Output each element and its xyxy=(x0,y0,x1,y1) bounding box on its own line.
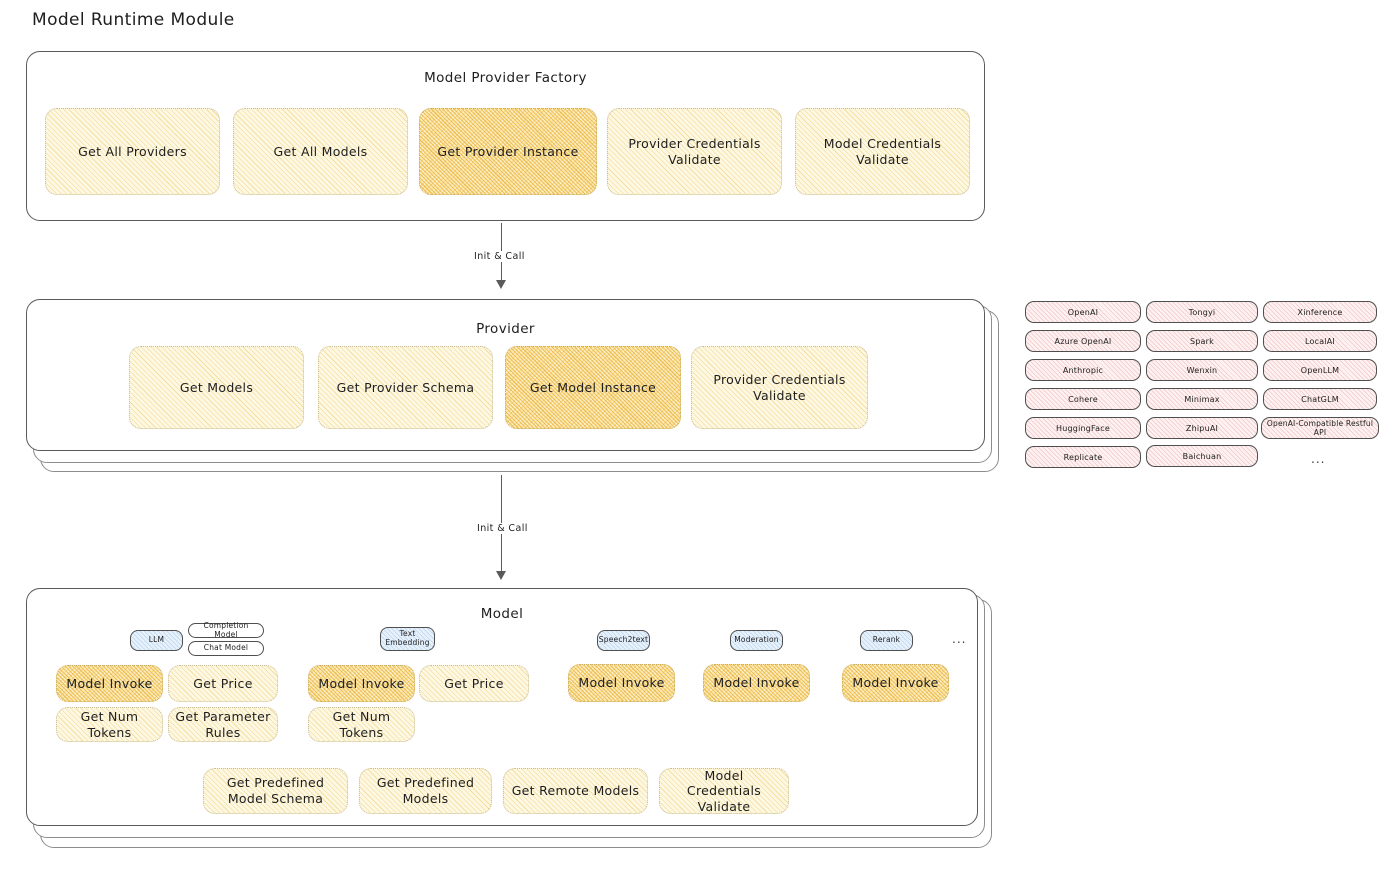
rerank-method-model-invoke[interactable]: Model Invoke xyxy=(842,664,949,702)
model-type-tag-llm[interactable]: LLM xyxy=(130,630,183,651)
moderation-method-model-invoke[interactable]: Model Invoke xyxy=(703,664,810,702)
model-type-tag-speech2text[interactable]: Speech2text xyxy=(597,630,650,651)
factory-card-get-all-models[interactable]: Get All Models xyxy=(233,108,408,195)
provider-pill-openai-compatible-restful-api[interactable]: OpenAI-Compatible Restful API xyxy=(1261,417,1379,439)
model-shared-method-get-predefined-models[interactable]: Get Predefined Models xyxy=(359,768,492,814)
arrow-provider-to-model-head xyxy=(496,571,506,580)
arrow-factory-to-provider-head xyxy=(496,280,506,289)
factory-card-provider-credentials-validate[interactable]: Provider Credentials Validate xyxy=(607,108,782,195)
provider-pill-openai[interactable]: OpenAI xyxy=(1025,301,1141,323)
llm-method-get-parameter-rules[interactable]: Get Parameter Rules xyxy=(168,707,278,742)
provider-pill-cohere[interactable]: Cohere xyxy=(1025,388,1141,410)
llm-method-get-price[interactable]: Get Price xyxy=(168,665,278,702)
provider-list-more-ellipsis: ... xyxy=(1311,452,1326,466)
llm-method-model-invoke[interactable]: Model Invoke xyxy=(56,665,163,702)
model-type-tag-rerank[interactable]: Rerank xyxy=(860,630,913,651)
provider-pill-anthropic[interactable]: Anthropic xyxy=(1025,359,1141,381)
model-panel: Model LLM Completion Model Chat Model Mo… xyxy=(26,588,978,826)
llm-method-get-num-tokens[interactable]: Get Num Tokens xyxy=(56,707,163,742)
provider-pill-tongyi[interactable]: Tongyi xyxy=(1146,301,1258,323)
model-type-tag-moderation[interactable]: Moderation xyxy=(730,630,783,651)
factory-card-get-all-providers[interactable]: Get All Providers xyxy=(45,108,220,195)
model-subtag-chat-model[interactable]: Chat Model xyxy=(188,641,264,656)
model-provider-factory-title: Model Provider Factory xyxy=(424,70,587,86)
provider-pill-wenxin[interactable]: Wenxin xyxy=(1146,359,1258,381)
text-embedding-method-get-price[interactable]: Get Price xyxy=(419,665,529,702)
model-shared-method-get-remote-models[interactable]: Get Remote Models xyxy=(503,768,648,814)
speech2text-method-model-invoke[interactable]: Model Invoke xyxy=(568,664,675,702)
arrow-provider-to-model-label: Init & Call xyxy=(473,523,532,534)
provider-pill-replicate[interactable]: Replicate xyxy=(1025,446,1141,468)
provider-pill-xinference[interactable]: Xinference xyxy=(1263,301,1377,323)
text-embedding-method-get-num-tokens[interactable]: Get Num Tokens xyxy=(308,707,415,742)
provider-pill-azure-openai[interactable]: Azure OpenAI xyxy=(1025,330,1141,352)
model-subtag-completion-model[interactable]: Completion Model xyxy=(188,621,264,638)
model-type-tag-text-embedding[interactable]: Text Embedding xyxy=(380,627,435,651)
provider-card-get-model-instance[interactable]: Get Model Instance xyxy=(505,346,681,429)
model-shared-method-model-credentials-validate[interactable]: Model Credentials Validate xyxy=(659,768,789,814)
provider-card-get-provider-schema[interactable]: Get Provider Schema xyxy=(318,346,493,429)
provider-pill-spark[interactable]: Spark xyxy=(1146,330,1258,352)
provider-pill-huggingface[interactable]: HuggingFace xyxy=(1025,417,1141,439)
provider-panel: Provider Get Models Get Provider Schema … xyxy=(26,299,985,451)
text-embedding-method-model-invoke[interactable]: Model Invoke xyxy=(308,665,415,702)
provider-title: Provider xyxy=(476,321,535,337)
provider-pill-openllm[interactable]: OpenLLM xyxy=(1263,359,1377,381)
provider-pill-chatglm[interactable]: ChatGLM xyxy=(1263,388,1377,410)
model-types-more-ellipsis: ... xyxy=(952,632,967,646)
model-title: Model xyxy=(480,606,524,622)
provider-card-provider-credentials-validate[interactable]: Provider Credentials Validate xyxy=(691,346,868,429)
factory-card-get-provider-instance[interactable]: Get Provider Instance xyxy=(419,108,597,195)
factory-card-model-credentials-validate[interactable]: Model Credentials Validate xyxy=(795,108,970,195)
page-title: Model Runtime Module xyxy=(32,10,235,30)
provider-card-get-models[interactable]: Get Models xyxy=(129,346,304,429)
provider-pill-baichuan[interactable]: Baichuan xyxy=(1146,445,1258,467)
provider-pill-zhipuai[interactable]: ZhipuAI xyxy=(1146,417,1258,439)
model-shared-method-get-predefined-model-schema[interactable]: Get Predefined Model Schema xyxy=(203,768,348,814)
arrow-factory-to-provider-label: Init & Call xyxy=(470,251,529,262)
provider-pill-localai[interactable]: LocalAI xyxy=(1263,330,1377,352)
model-provider-factory-panel: Model Provider Factory Get All Providers… xyxy=(26,51,985,221)
provider-pill-minimax[interactable]: Minimax xyxy=(1146,388,1258,410)
